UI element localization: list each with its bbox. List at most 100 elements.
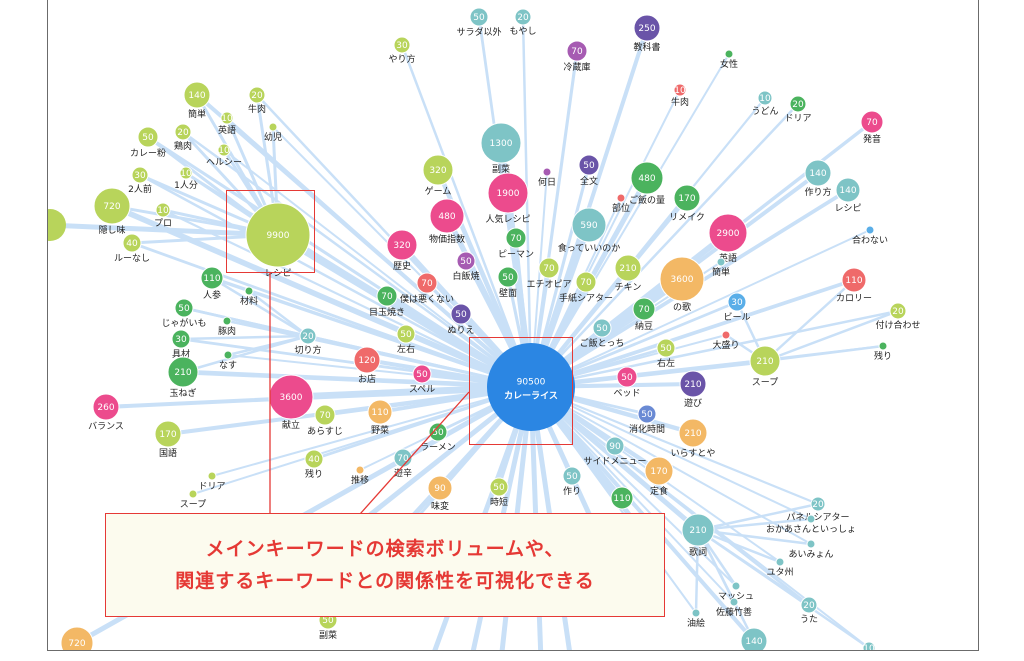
node-bubble[interactable] — [731, 581, 741, 591]
keyword-node[interactable]: 佐藤竹善 — [716, 597, 752, 618]
node-bubble[interactable] — [538, 257, 560, 279]
keyword-node[interactable]: 合わない — [852, 225, 888, 246]
node-bubble[interactable] — [222, 316, 232, 326]
node-bubble[interactable] — [681, 513, 715, 547]
keyword-node[interactable]: 110 — [610, 486, 634, 510]
node-bubble[interactable] — [122, 233, 142, 253]
keyword-node[interactable]: 140 — [740, 627, 768, 650]
node-bubble[interactable] — [183, 81, 211, 109]
keyword-node[interactable]: 材料 — [240, 286, 258, 307]
node-bubble[interactable] — [304, 449, 324, 469]
center-node-bubble[interactable] — [487, 343, 575, 431]
node-bubble[interactable] — [721, 330, 731, 340]
keyword-node[interactable]: 簡単 — [712, 257, 730, 278]
keyword-node[interactable]: 女性 — [720, 49, 738, 70]
node-bubble[interactable] — [314, 404, 336, 426]
node-bubble[interactable] — [571, 207, 607, 243]
keyword-node[interactable]: スープ — [180, 489, 206, 510]
node-bubble[interactable] — [489, 477, 509, 497]
keyword-node[interactable]: あいみょん — [788, 539, 834, 560]
node-bubble[interactable] — [860, 110, 884, 134]
node-bubble[interactable] — [353, 346, 381, 374]
node-bubble[interactable] — [244, 286, 254, 296]
keyword-node[interactable]: ドリア — [198, 471, 226, 492]
node-bubble[interactable] — [174, 123, 192, 141]
keyword-node[interactable]: マッシュ — [718, 581, 754, 602]
node-bubble[interactable] — [806, 514, 816, 524]
node-bubble[interactable] — [188, 489, 198, 499]
node-bubble[interactable] — [673, 184, 701, 212]
node-bubble[interactable] — [724, 49, 734, 59]
node-bubble[interactable] — [727, 292, 747, 312]
node-bubble[interactable] — [575, 271, 597, 293]
node-bubble[interactable] — [167, 356, 199, 388]
node-bubble[interactable] — [708, 213, 748, 253]
node-bubble[interactable] — [396, 324, 416, 344]
node-bubble[interactable] — [878, 341, 888, 351]
node-bubble[interactable] — [422, 154, 454, 186]
node-bubble[interactable] — [131, 166, 149, 184]
node-bubble[interactable] — [659, 256, 705, 302]
node-bubble[interactable] — [633, 14, 661, 42]
node-bubble[interactable] — [716, 257, 726, 267]
node-bubble[interactable] — [789, 95, 807, 113]
keyword-node[interactable]: ユタ州 — [766, 557, 794, 578]
node-bubble[interactable] — [355, 465, 365, 475]
node-bubble[interactable] — [416, 272, 438, 294]
node-bubble[interactable] — [171, 329, 191, 349]
node-bubble[interactable] — [578, 154, 600, 176]
node-bubble[interactable] — [217, 143, 231, 157]
node-bubble[interactable] — [800, 596, 818, 614]
keyword-node[interactable]: 豚肉 — [218, 316, 236, 337]
node-bubble[interactable] — [179, 166, 193, 180]
node-bubble[interactable] — [93, 187, 131, 225]
node-bubble[interactable] — [656, 338, 676, 358]
node-bubble[interactable] — [566, 40, 588, 62]
node-bubble[interactable] — [804, 159, 832, 187]
node-bubble[interactable] — [679, 370, 707, 398]
node-bubble[interactable] — [835, 177, 861, 203]
node-bubble[interactable] — [245, 202, 311, 268]
node-bubble[interactable] — [673, 83, 687, 97]
keyword-node[interactable]: 720 — [60, 626, 94, 650]
node-bubble[interactable] — [268, 374, 314, 420]
keyword-node[interactable]: 油絵 — [687, 608, 705, 629]
